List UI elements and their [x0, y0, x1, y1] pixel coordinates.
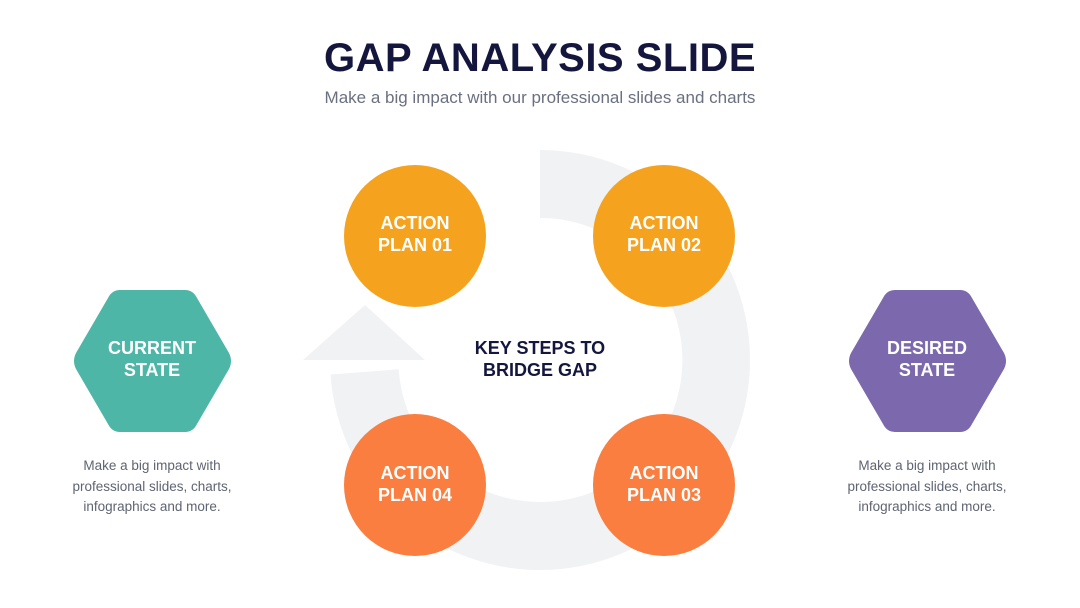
action-plan-04-circle [344, 414, 486, 556]
action-plan-02-circle [593, 165, 735, 307]
desired-state-description: Make a big impact with professional slid… [847, 458, 1007, 514]
desired-state-hexagon [849, 290, 1006, 432]
action-plan-01-label: ACTION PLAN 01 [377, 213, 453, 255]
cycle-arrowhead-icon [303, 305, 425, 360]
action-plan-03-circle [593, 414, 735, 556]
slide-title: GAP ANALYSIS SLIDE [323, 36, 757, 80]
action-plan-03-label: ACTION PLAN 03 [626, 463, 702, 505]
desired-state-label: DESIRED STATE [886, 338, 967, 380]
action-plan-04-label: ACTION PLAN 04 [377, 463, 453, 505]
current-state-description: Make a big impact with professional slid… [72, 458, 232, 514]
slide-subtitle: Make a big impact with our professional … [324, 88, 756, 107]
current-state-hexagon [74, 290, 231, 432]
action-plan-02-label: ACTION PLAN 02 [626, 213, 702, 255]
action-plan-01-circle [344, 165, 486, 307]
current-state-label: CURRENT STATE [108, 338, 196, 380]
center-label: KEY STEPS TO BRIDGE GAP [474, 338, 606, 380]
